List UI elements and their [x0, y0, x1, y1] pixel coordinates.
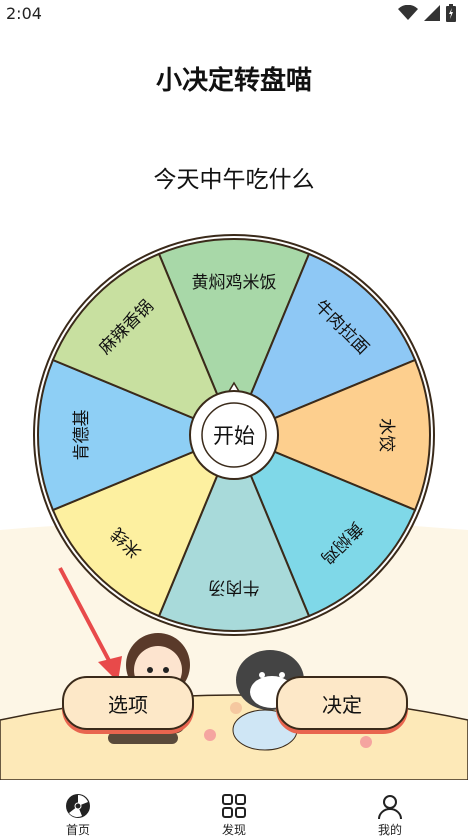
start-button[interactable]: 开始 — [189, 381, 279, 480]
options-button[interactable]: 选项 — [62, 676, 194, 730]
wheel-segment — [231, 358, 431, 512]
options-label: 选项 — [108, 692, 148, 717]
wheel-segment-label: 水饺 — [376, 418, 396, 452]
nav-item-home[interactable]: 首页 — [38, 793, 118, 838]
wheel-segment — [51, 252, 236, 437]
battery-icon — [446, 4, 456, 22]
bottom-nav: 首页 发现 我的 — [0, 782, 468, 840]
grid-icon — [222, 794, 246, 818]
user-icon — [378, 795, 402, 819]
wheel-segment — [232, 433, 417, 618]
wheel-segment-label: 牛肉汤 — [209, 577, 260, 597]
nav-label: 发现 — [221, 823, 246, 837]
decide-label: 决定 — [322, 692, 362, 717]
wheel-segment — [232, 252, 417, 437]
wheel-icon — [66, 794, 90, 818]
wheel-segment-label: 肯德基 — [72, 410, 92, 461]
nav-item-discover[interactable]: 发现 — [194, 793, 274, 838]
status-bar: 2:04 — [0, 0, 468, 26]
wifi-icon — [398, 5, 418, 20]
nav-label: 首页 — [65, 823, 90, 837]
status-time: 2:04 — [6, 3, 42, 23]
app-title: 小决定转盘喵 — [155, 66, 312, 96]
flower-illustration — [204, 702, 372, 748]
wheel-segment — [37, 358, 237, 512]
signal-icon — [424, 5, 440, 21]
wheel-segment — [157, 238, 311, 438]
wheel-segment-label: 黄焖鸡米饭 — [192, 273, 277, 293]
nav-item-me[interactable]: 我的 — [350, 793, 430, 838]
nav-label: 我的 — [377, 823, 402, 837]
wheel-segment — [157, 432, 311, 632]
question-title: 今天中午吃什么 — [153, 167, 315, 193]
start-label: 开始 — [213, 424, 255, 448]
decide-button[interactable]: 决定 — [276, 676, 408, 730]
status-icons — [398, 4, 456, 22]
